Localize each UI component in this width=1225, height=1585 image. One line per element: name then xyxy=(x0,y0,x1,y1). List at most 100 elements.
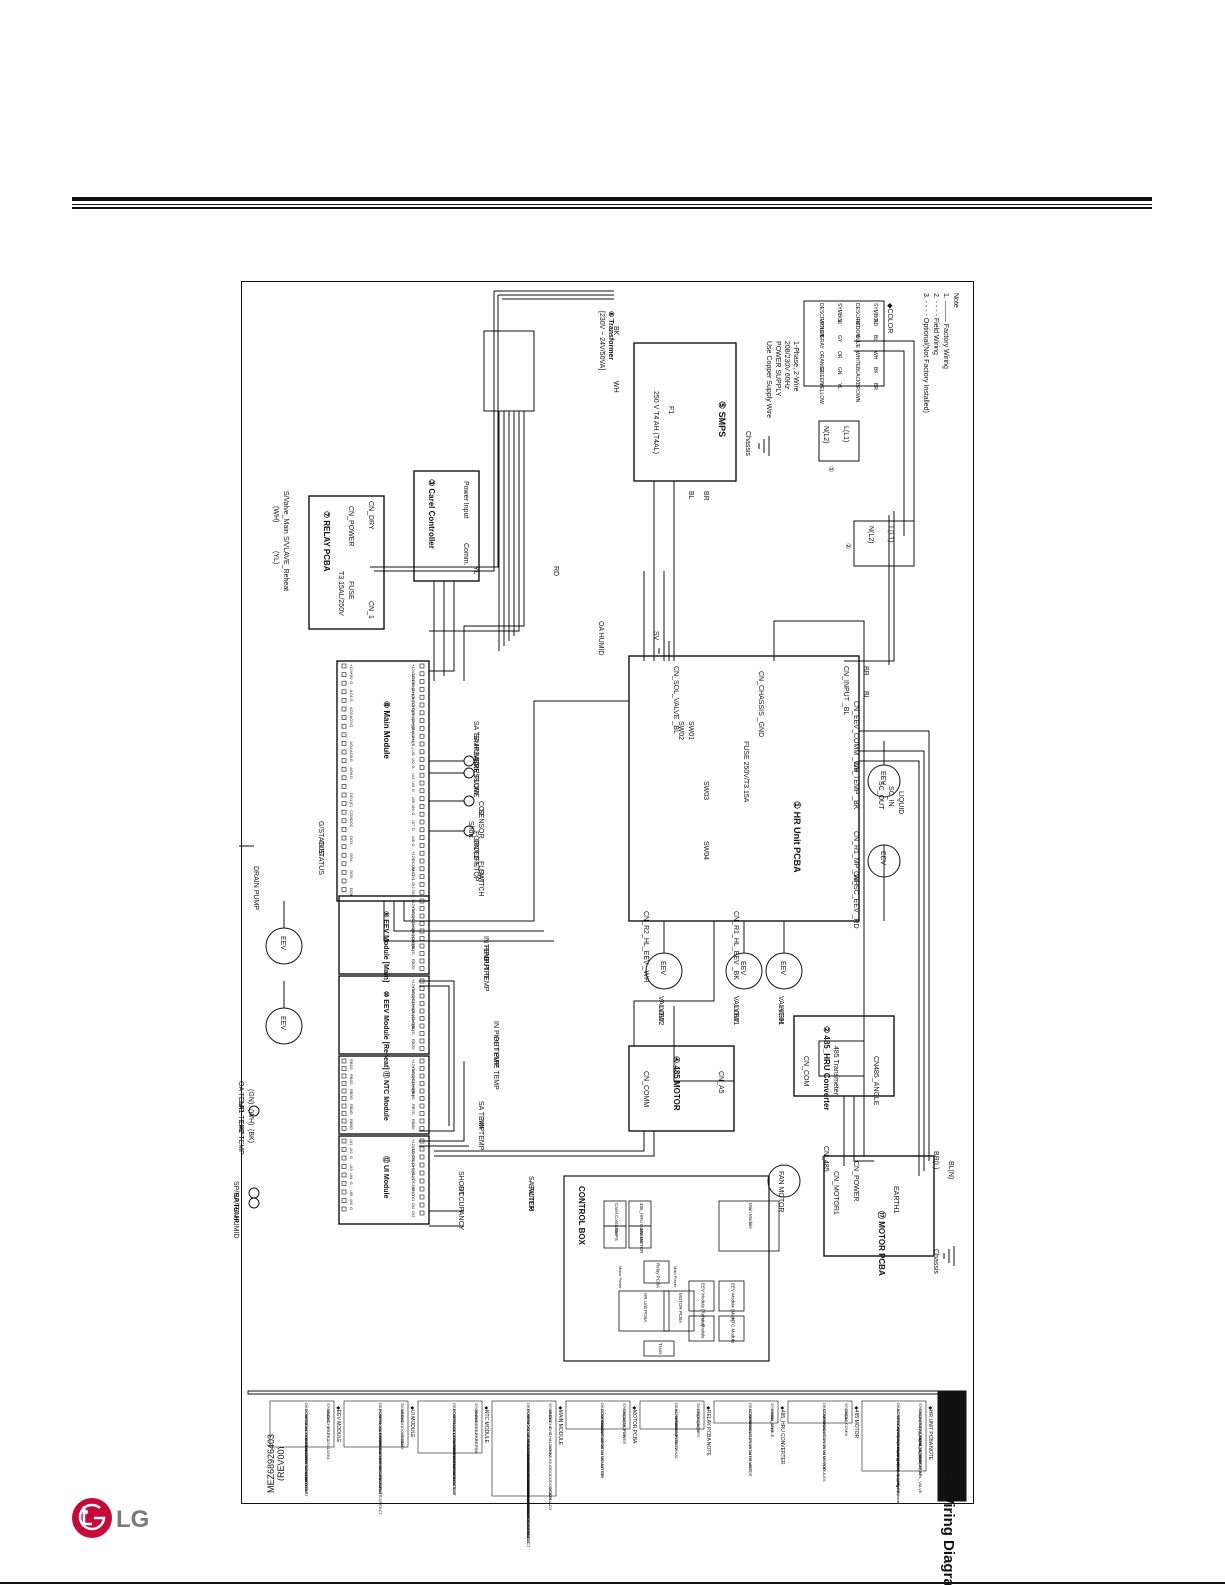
color-table-cell: BR xyxy=(872,383,878,390)
note-table-symbol: +12V/+5V xyxy=(548,1439,553,1457)
note-table-symbol: DI2 xyxy=(548,1475,553,1482)
note-table-symbol: CN_INPUT xyxy=(918,1409,923,1430)
motor485-cn-a5: CN_A5 xyxy=(717,1071,724,1094)
valve-reheat-color: (YL) xyxy=(272,551,279,564)
main-module-pin-right: DI2 xyxy=(411,882,416,889)
note-table-desc: LA1 TEMP INPUT CONTACT xyxy=(452,1427,457,1480)
note-table-heading: ◆EEV MODULE xyxy=(335,1406,341,1443)
main-module-pin-left: AO5 xyxy=(349,750,354,759)
control-box-main-power: Main Power xyxy=(673,1266,678,1288)
note-table-desc: IN PIPE TEMP INPUT CONTACT xyxy=(304,1427,309,1487)
main-module-pin-right: CH1(A+) xyxy=(411,680,416,696)
color-table-cell: RED xyxy=(854,319,860,330)
main-module-pin-left: DO5 xyxy=(349,870,354,879)
main-module-pin-right: CH3(A+) xyxy=(411,711,416,727)
ui-pin-right: DCOM xyxy=(411,1179,416,1191)
transmeter-label: 485 Transmeter xyxy=(832,1046,839,1096)
control-box-item: Carel Controller xyxy=(614,1203,619,1235)
note-table-desc: MODULE COMMUNICATION CONNECTOR xyxy=(526,1415,531,1495)
main-module-pin-right: CH4(B-) xyxy=(411,734,416,749)
note-table-desc: DESCRIPTION xyxy=(526,1403,531,1430)
ui-pin-left: G xyxy=(349,1182,354,1185)
note-table-symbol: DO1/COM xyxy=(548,1481,553,1500)
footer-rule xyxy=(0,1582,1225,1584)
carel-comm: Comm. xyxy=(462,543,469,566)
eev-reheat-pin: G xyxy=(411,1047,416,1050)
ntc-pin-right: +12VDC xyxy=(411,1067,416,1082)
power-chassis: Chassis xyxy=(744,431,751,456)
note-table-symbol: DI2/DCOM xyxy=(400,1427,405,1447)
eev-reheat-pin: +12VDC xyxy=(411,987,416,1002)
note-field-wiring: 2. - - - - Field Wiring xyxy=(932,293,939,355)
main-module-pin-left: G xyxy=(349,759,354,762)
eev-r2: EEV xyxy=(659,961,666,975)
wire-bl-2: BL xyxy=(862,691,869,700)
main-module-pin-right: GND xyxy=(411,867,416,876)
oa-temp: OA TEMP xyxy=(237,1081,244,1112)
main-module-pin-right: +12VDC xyxy=(411,664,416,679)
header-rule-bottom xyxy=(72,207,1152,209)
main-module-pin-left: DO3 xyxy=(349,836,354,845)
hr-cn-chassis: CN_CHASSIS _GND xyxy=(757,671,764,737)
control-box-item: Relay PCBA xyxy=(656,1263,661,1288)
note-table-desc: POWER OUTPUT xyxy=(526,1439,531,1472)
ui-pin-right: DI1 xyxy=(411,1195,416,1202)
wire-bln: BL(N) xyxy=(947,1161,954,1179)
motor485-cn-comm: CN_COMM xyxy=(642,1071,649,1107)
note-table-desc: Sensor(Sub Cooling Out) xyxy=(896,1451,901,1496)
eev-reheat-pin: CH2(A+) xyxy=(411,1009,416,1025)
status1: G/STATUS xyxy=(317,821,324,855)
note-table-desc: SA AIR FLOW PRESSURE INPUT CONTACT xyxy=(526,1457,531,1539)
eev-main-pin: CH2(B-) xyxy=(411,937,416,952)
control-box-item: SMPS xyxy=(614,1228,619,1241)
sa-airflow2: PRESSURE xyxy=(472,759,479,798)
hr-cn-r1-mp: CN_R1_MP _WH xyxy=(852,831,859,886)
header-rule-thick xyxy=(72,197,1152,201)
power-line4: Use Copper Supply Wire xyxy=(765,341,772,418)
main-module-pin-right: CH4(A+) xyxy=(411,726,416,742)
main-module-pin-left: DO4 xyxy=(349,853,354,862)
ma-temp: MA TEMP xyxy=(477,1119,484,1151)
ui-pin-left: UI6 xyxy=(349,1199,354,1206)
note-table-desc: MODULE COMMUNICATION CONNECTOR xyxy=(304,1415,309,1495)
sa-filter2: SWITCH xyxy=(527,1184,534,1212)
note-table-desc: COMMUNICATION WITH MODULES xyxy=(822,1415,827,1482)
ui-pin-left: G xyxy=(349,1156,354,1159)
sa-humid: SA HUMID xyxy=(472,733,479,767)
color-table-cell: BLUE xyxy=(854,335,860,349)
control-box-item: 485_HRU Converter xyxy=(639,1203,644,1244)
hr-cn-r2-hl: CN_R2_HL_EEV _WH xyxy=(642,911,649,982)
doc-revision: (REV00) xyxy=(276,1446,284,1481)
main-module-pin-right: CH2(B-) xyxy=(411,703,416,718)
note-table-symbol: CN_SC_EEV xyxy=(918,1439,923,1463)
note-table-symbol: RB3 xyxy=(474,1433,479,1442)
header-rule-thin xyxy=(72,204,1152,205)
main-module-pin-right: CH2(A+) xyxy=(411,695,416,711)
power-line2: 208/230V 60Hz xyxy=(783,341,790,390)
main-module-pin-left: DO1 xyxy=(349,793,354,802)
sp-ra-humid: SP/RA HUMID xyxy=(232,1193,239,1239)
control-box-item: 485 MOTOR xyxy=(639,1228,644,1254)
note-heading: Note xyxy=(952,293,959,308)
main-module-pin-left: DO6 xyxy=(349,888,354,897)
hr-sw01: SW01 xyxy=(687,721,694,740)
note-table-symbol: AO1/AO3 xyxy=(548,1493,553,1511)
sa-temp2: SA TEMP xyxy=(477,1101,484,1132)
eev-main-pin: G xyxy=(411,952,416,955)
motor485-label: ④ 485 MOTOR xyxy=(672,1056,681,1111)
in-pipe-temp: IN PIPE TEMP xyxy=(492,1021,499,1067)
eev-main-pin: CH1(A+) xyxy=(411,914,416,930)
color-table-cell: SYMBOL xyxy=(836,303,842,324)
hr-unit-label: ① HR Unit PCBA xyxy=(792,801,802,873)
sa-filter1: SA FILTER xyxy=(527,1176,534,1211)
occupancy: OCCUPANCY xyxy=(457,1186,464,1231)
note-table-symbol: UI2/G xyxy=(400,1439,405,1449)
eev-r1-high: EEV xyxy=(779,961,786,975)
ntc-pin-right: G xyxy=(411,1097,416,1100)
note-table-symbol: CN_1 xyxy=(696,1415,701,1426)
note-table-desc: SA TEMP INPUT CONTACT xyxy=(452,1439,457,1490)
note-table-desc: LA2 TEMP INPUT CONTACT xyxy=(452,1433,457,1486)
relay-fuse-rating: T3.15AL/250V xyxy=(337,571,344,616)
valve01-low-label: VALVE01 xyxy=(732,996,739,1025)
